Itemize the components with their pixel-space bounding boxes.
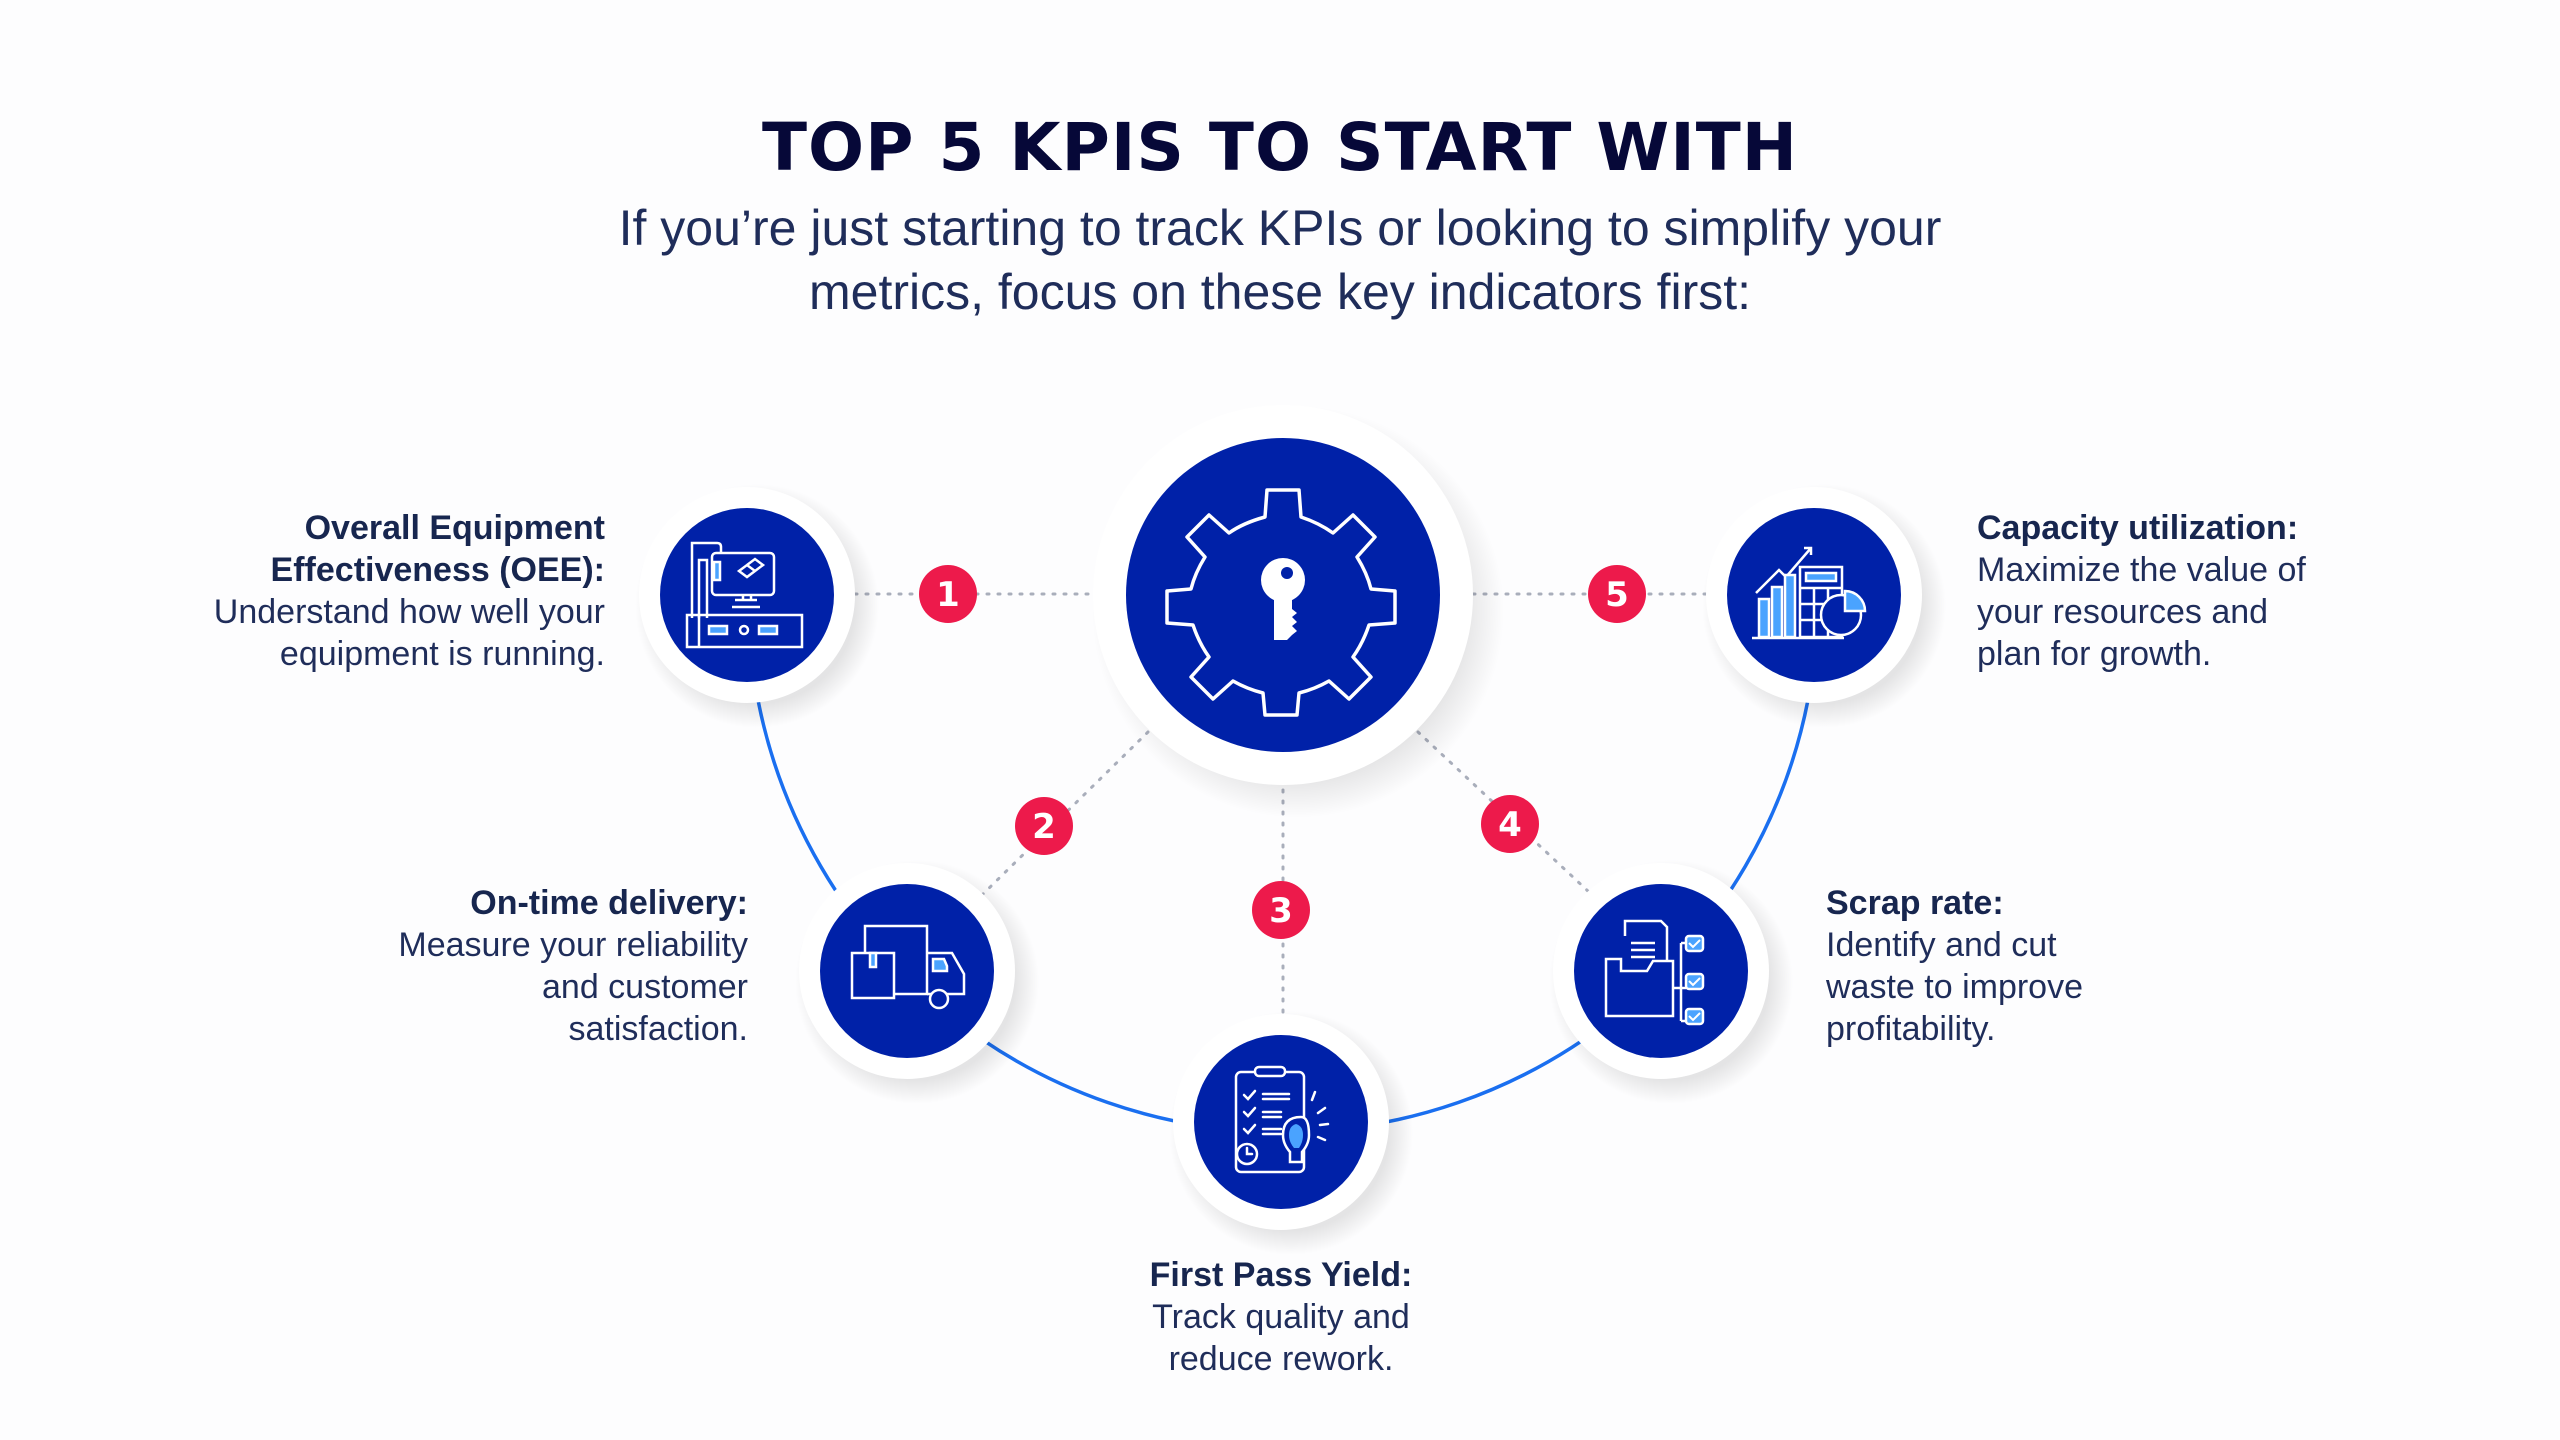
kpi-description: and customer bbox=[542, 968, 748, 1006]
checklist-lightbulb-icon bbox=[1234, 1065, 1330, 1174]
kpi-description: plan for growth. bbox=[1977, 635, 2212, 673]
page-subtitle: If you’re just starting to track KPIs or… bbox=[0, 196, 2560, 324]
folder-checklist-icon bbox=[1604, 919, 1705, 1026]
gear-key-icon bbox=[1165, 488, 1397, 717]
kpi-fpy-text: First Pass Yield: Track quality and redu… bbox=[1031, 1254, 1531, 1380]
kpi-description: Maximize the value of bbox=[1977, 551, 2306, 589]
kpi-capacity-text: Capacity utilization: Maximize the value… bbox=[1977, 507, 2537, 675]
kpi-description: satisfaction. bbox=[568, 1010, 748, 1048]
kpi-description: profitability. bbox=[1826, 1010, 1996, 1048]
center-node bbox=[1092, 405, 1504, 818]
kpi-title: Overall Equipment bbox=[304, 509, 605, 547]
badge-number: 3 bbox=[1269, 891, 1293, 931]
subtitle-line: metrics, focus on these key indicators f… bbox=[808, 264, 1752, 320]
kpi-description: Understand how well your bbox=[213, 593, 605, 631]
badge-number: 2 bbox=[1032, 807, 1056, 847]
kpi-title: On-time delivery: bbox=[470, 884, 748, 922]
growth-chart-calculator-icon bbox=[1752, 546, 1867, 640]
badge-4: 4 bbox=[1481, 795, 1539, 853]
page-title: TOP 5 KPIS TO START WITH bbox=[761, 109, 1799, 186]
badge-2: 2 bbox=[1015, 797, 1073, 855]
badge-3: 3 bbox=[1252, 881, 1310, 939]
kpi-title: Capacity utilization: bbox=[1977, 509, 2299, 547]
kpi-description: your resources and bbox=[1977, 593, 2269, 631]
cnc-machine-icon bbox=[685, 541, 804, 649]
badge-5: 5 bbox=[1588, 565, 1646, 623]
subtitle-line: If you’re just starting to track KPIs or… bbox=[618, 200, 1942, 256]
kpi-description: equipment is running. bbox=[279, 635, 605, 673]
badge-number: 5 bbox=[1605, 575, 1629, 615]
kpi-delivery-text: On-time delivery: Measure your reliabili… bbox=[228, 882, 748, 1050]
kpi-title: Scrap rate: bbox=[1826, 884, 2004, 922]
badge-number: 4 bbox=[1498, 805, 1522, 845]
kpi-title: Effectiveness (OEE): bbox=[270, 551, 605, 589]
kpi-title: First Pass Yield: bbox=[1149, 1256, 1413, 1294]
kpi-description: Measure your reliability bbox=[398, 926, 748, 964]
kpi-description: Identify and cut bbox=[1826, 926, 2057, 964]
badge-number: 1 bbox=[936, 575, 960, 615]
kpi-description: waste to improve bbox=[1826, 968, 2083, 1006]
badge-1: 1 bbox=[919, 565, 977, 623]
delivery-truck-icon bbox=[850, 924, 966, 1010]
delivery-node bbox=[795, 860, 1039, 1104]
kpi-description: reduce rework. bbox=[1168, 1340, 1394, 1378]
kpi-oee-text: Overall Equipment Effectiveness (OEE): U… bbox=[85, 507, 605, 675]
kpi-scrap-text: Scrap rate: Identify and cut waste to im… bbox=[1826, 882, 2326, 1050]
kpi-description: Track quality and bbox=[1152, 1298, 1410, 1336]
scrap-node bbox=[1549, 860, 1793, 1104]
